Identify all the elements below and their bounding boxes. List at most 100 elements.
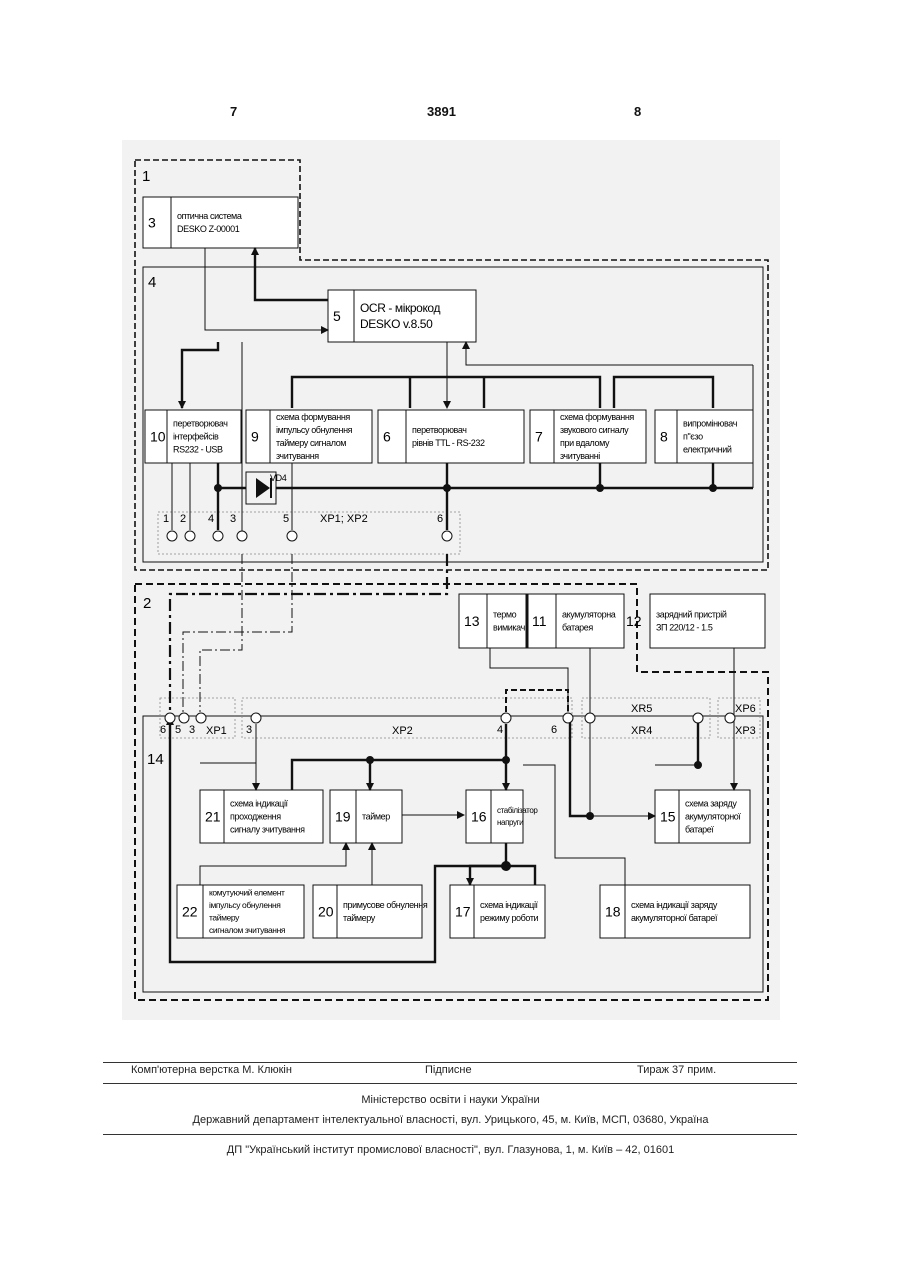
block-text-line: OCR - мікрокод xyxy=(360,301,440,315)
footer-rule-2 xyxy=(103,1083,797,1084)
footer-ministry: Міністерство освіти і науки України xyxy=(0,1094,901,1106)
block-text-line: звукового сигналу xyxy=(560,425,629,435)
group-4-label: 4 xyxy=(148,274,156,291)
pin-bottom-5: 5 xyxy=(175,724,181,736)
footer-rule-3 xyxy=(103,1134,797,1135)
block-text-line: стабілізатор xyxy=(497,806,538,815)
block-17: 17 схема індикації режиму роботи xyxy=(450,885,545,938)
block-number: 22 xyxy=(182,904,198,920)
pin-top-3: 3 xyxy=(230,513,236,525)
block-number: 7 xyxy=(535,429,543,445)
block-5: 5OCR - мікрокодDESKO v.8.50 xyxy=(328,290,476,342)
pin-top-5: 5 xyxy=(283,513,289,525)
block-text-line: імпульсу обнулення xyxy=(276,425,353,435)
group-14-label: 14 xyxy=(147,751,164,768)
block-10: 10 перетворювач інтерфейсівRS232 - USB xyxy=(145,410,241,463)
block-19: 19 таймер xyxy=(330,790,402,843)
block-7: 7схема формуваннязвукового сигналупри вд… xyxy=(530,410,646,463)
block-text-line: перетворювач xyxy=(173,419,228,429)
block-text-line: RS232 - USB xyxy=(173,445,223,455)
block-text-line: акумуляторної xyxy=(685,812,741,822)
block-number: 21 xyxy=(205,809,221,825)
block-text-line: інтерфейсів xyxy=(173,432,219,442)
footer-department: Державний департамент інтелектуальної вл… xyxy=(0,1114,901,1126)
block-text-line: зчитуванні xyxy=(560,451,600,461)
xp2-label: XP2 xyxy=(392,725,413,737)
block-text-line: сигналом зчитування xyxy=(209,925,286,935)
block-text-line: схема формування xyxy=(276,412,350,422)
pin-top-6: 6 xyxy=(437,513,443,525)
group-2-label: 2 xyxy=(143,595,151,612)
pin-top-2: 2 xyxy=(180,513,186,525)
footer-signed: Підписне xyxy=(425,1064,472,1076)
block-text-line: таймеру xyxy=(209,913,240,923)
block-number: 15 xyxy=(660,809,676,825)
block-number: 18 xyxy=(605,904,621,920)
xp1-xp2-label: XP1; XP2 xyxy=(320,513,368,525)
block-text-line: батарея xyxy=(562,623,593,633)
block-text-line: випромінювач xyxy=(683,419,738,429)
block-text-line: комутуючий елемент xyxy=(209,888,285,898)
block-text-line: проходження xyxy=(230,812,281,822)
block-9: 9 схема формування імпульсу обнулення тайме… xyxy=(246,410,372,463)
block-11: 11 акумуляторна батарея xyxy=(527,594,624,648)
block-number: 11 xyxy=(532,613,547,629)
block-text-line: при вдалому xyxy=(560,438,610,448)
block-number: 10 xyxy=(150,429,166,445)
block-number: 19 xyxy=(335,809,351,825)
block-22: 22 комутуючий елемент імпульсу обнулення та… xyxy=(177,885,304,938)
block-21: 21 схема індикації проходження сигналу зчит… xyxy=(200,790,323,843)
block-3: 3 оптична системаDESKO Z-00001 xyxy=(143,197,298,248)
block-number: 6 xyxy=(383,429,391,445)
footer-rule-1 xyxy=(103,1062,797,1063)
xp1-label: XP1 xyxy=(206,725,227,737)
block-text-line: таймеру xyxy=(343,913,376,923)
xp3-label: XP3 xyxy=(735,725,756,737)
block-6: 6перетворювачрівнів TTL - RS-232 xyxy=(378,410,524,463)
block-text-line: таймер xyxy=(362,812,390,822)
block-text-line: сигналу зчитування xyxy=(230,825,305,835)
block-text-line: п"єзо xyxy=(683,432,703,442)
block-text-line: схема індикації xyxy=(480,900,539,910)
block-text-line: таймеру сигналом xyxy=(276,438,346,448)
block-number: 9 xyxy=(251,429,259,445)
xp6-label: XP6 xyxy=(735,703,756,715)
block-text-line: зарядний пристрій xyxy=(656,610,727,620)
block-number: 17 xyxy=(455,904,471,920)
xp4-label: XR4 xyxy=(631,725,652,737)
pin-bottom-6: 6 xyxy=(160,724,166,736)
block-number: 3 xyxy=(148,215,156,231)
group-1-label: 1 xyxy=(142,168,150,185)
block-number: 20 xyxy=(318,904,334,920)
block-text-line: режиму роботи xyxy=(480,913,539,923)
block-text-line: батареї xyxy=(685,825,714,835)
block-text-line: вимикач xyxy=(493,623,526,633)
footer-circulation: Тираж 37 прим. xyxy=(637,1064,716,1076)
xp5-label: XR5 xyxy=(631,703,652,715)
block-20: 20 примусове обнулення таймеру xyxy=(313,885,428,938)
pin-bottom-4: 4 xyxy=(497,724,503,736)
block-text-line: примусове обнулення xyxy=(343,900,428,910)
pin-top-4: 4 xyxy=(208,513,214,525)
block-text-line: схема індикації заряду xyxy=(631,900,718,910)
block-text-line: термо xyxy=(493,610,517,620)
block-text-line: зчитування xyxy=(276,451,319,461)
block-number: 16 xyxy=(471,809,487,825)
block-text-line: DESKO Z-00001 xyxy=(177,224,240,234)
block-13: 13термовимикач xyxy=(459,594,527,648)
block-18: 18 схема індикації заряду акумуляторної ба… xyxy=(600,885,750,938)
block-text-line: рівнів TTL - RS-232 xyxy=(412,438,485,448)
block-number: 12 xyxy=(626,613,642,629)
block-text-line: акумуляторної батареї xyxy=(631,913,718,923)
block-text-line: напруги xyxy=(497,818,523,827)
block-number: 8 xyxy=(660,429,668,445)
pin-bottom-6b: 6 xyxy=(551,724,557,736)
block-text-line: імпульсу обнулення xyxy=(209,900,281,910)
block-text-line: схема індикації xyxy=(230,799,289,809)
block-text-line: акумуляторна xyxy=(562,610,616,620)
block-text-line: оптична система xyxy=(177,211,242,221)
block-number: 5 xyxy=(333,308,341,324)
pin-bottom-3a: 3 xyxy=(189,724,195,736)
block-text-line: ЗП 220/12 - 1.5 xyxy=(656,623,713,633)
pin-top-1: 1 xyxy=(163,513,169,525)
